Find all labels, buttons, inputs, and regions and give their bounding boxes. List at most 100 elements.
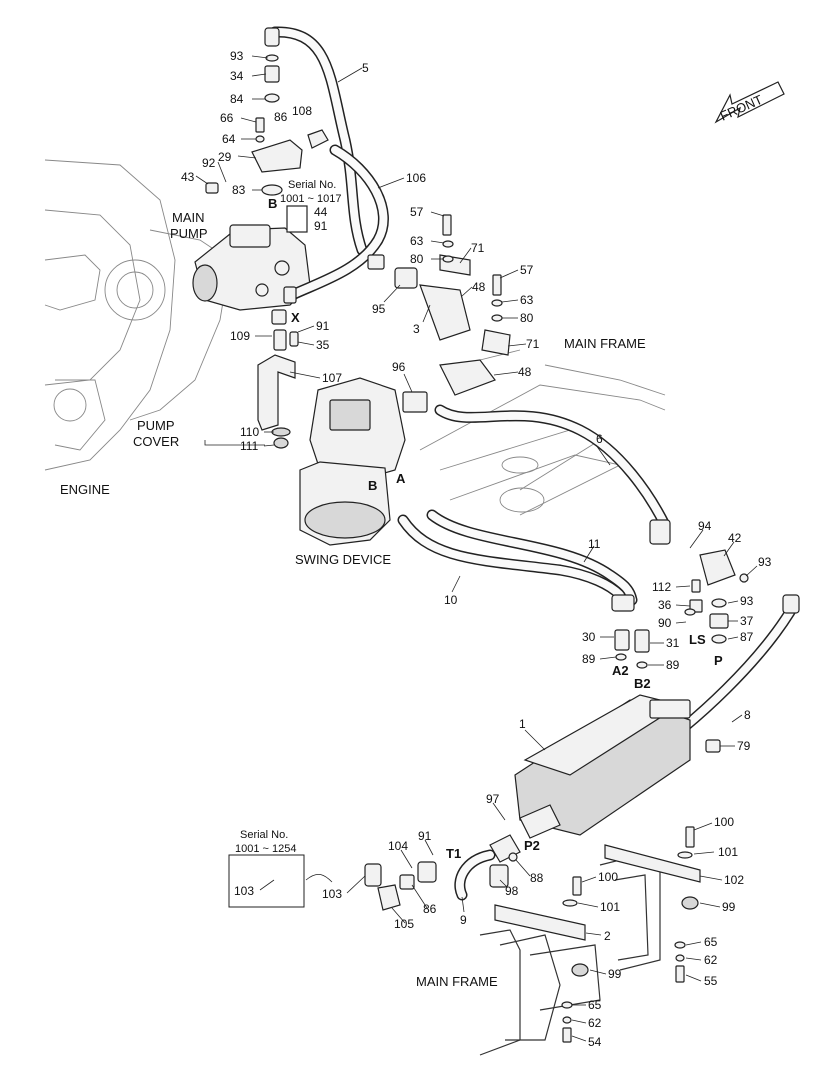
engine-label: ENGINE (60, 482, 110, 497)
callout: 90 (658, 616, 672, 630)
callout: 105 (394, 917, 414, 931)
callout: 29 (218, 150, 232, 164)
callout: 93 (758, 555, 772, 569)
pump-cover-label-2: COVER (133, 434, 179, 449)
callout: 57 (410, 205, 424, 219)
port-label: P (714, 653, 723, 668)
labels: MAIN PUMP ENGINE PUMP COVER SWING DEVICE… (60, 179, 646, 989)
callout: 63 (520, 293, 534, 307)
callout: 104 (388, 839, 408, 853)
engine-drawing (44, 159, 265, 471)
port-labels: B X B A LS P A2 B2 T1 P2 (268, 196, 723, 861)
callout: 109 (230, 329, 250, 343)
port-label: B2 (634, 676, 651, 691)
callout: 37 (740, 614, 754, 628)
callout: 101 (600, 900, 620, 914)
callout: 42 (728, 531, 742, 545)
callout: 89 (666, 658, 680, 672)
port-label: B (268, 196, 277, 211)
callout: 83 (232, 183, 246, 197)
swing-device (299, 377, 406, 546)
callout: 57 (520, 263, 534, 277)
callout: 44 (314, 205, 328, 219)
port-label: P2 (524, 838, 540, 853)
callout: 94 (698, 519, 712, 533)
main-control-valve (514, 694, 691, 836)
front-label: FRONT (718, 92, 765, 124)
callout: 43 (181, 170, 195, 184)
callout: 111 (240, 439, 259, 453)
pump-cover-label-1: PUMP (137, 418, 175, 433)
callout: 71 (526, 337, 540, 351)
callout: 1 (519, 717, 526, 731)
callout: 102 (724, 873, 744, 887)
pump-cover-bracket (257, 354, 296, 449)
callout: 100 (598, 870, 618, 884)
callout: 71 (471, 241, 485, 255)
callout: 91 (418, 829, 432, 843)
callout: 91 (316, 319, 330, 333)
callout: 100 (714, 815, 734, 829)
callout: 97 (486, 792, 500, 806)
serial-bottom-line-2: 1001 ~ 1254 (235, 843, 296, 855)
callout: 11 (588, 537, 601, 551)
port-label: A2 (612, 663, 629, 678)
callout: 92 (202, 156, 216, 170)
port-label: T1 (446, 846, 461, 861)
callout: 8 (744, 708, 751, 722)
main-frame-label-bottom: MAIN FRAME (416, 974, 498, 989)
callout: 36 (658, 598, 672, 612)
callout: 62 (704, 953, 718, 967)
callouts: 93 34 84 66 64 29 92 43 86 108 83 5 106 … (181, 49, 772, 1049)
callout: 9 (460, 913, 467, 927)
leader-lines (195, 55, 758, 1042)
callout: 101 (718, 845, 738, 859)
callout: 80 (520, 311, 534, 325)
callout: 35 (316, 338, 330, 352)
callout: 2 (604, 929, 611, 943)
callout: 93 (740, 594, 754, 608)
callout: 34 (230, 69, 244, 83)
callout: 99 (722, 900, 736, 914)
callout: 89 (582, 652, 596, 666)
front-arrow: FRONT (714, 81, 785, 124)
callout: 48 (518, 365, 532, 379)
serial-bottom-line-1: Serial No. (240, 829, 288, 841)
valve-brackets (494, 844, 701, 977)
callout: 103 (322, 887, 342, 901)
callout: 30 (582, 630, 596, 644)
callout: 48 (472, 280, 486, 294)
callout: 99 (608, 967, 622, 981)
hoses (269, 26, 796, 901)
main-pump (192, 224, 311, 311)
callout: 96 (392, 360, 406, 374)
callout: 55 (704, 974, 718, 988)
callout: 54 (588, 1035, 602, 1049)
serial-top-line-1: Serial No. (288, 179, 336, 191)
callout: 112 (652, 580, 671, 594)
callout: 84 (230, 92, 244, 106)
callout: 3 (413, 322, 420, 336)
callout: 110 (240, 425, 259, 439)
callout: 62 (588, 1016, 602, 1030)
callout: 88 (530, 871, 544, 885)
callout: 10 (444, 593, 458, 607)
callout: 86 (423, 902, 437, 916)
fittings (205, 27, 800, 1043)
callout: 108 (292, 104, 312, 118)
main-pump-label-1: MAIN (172, 210, 205, 225)
main-pump-label-2: PUMP (170, 226, 208, 241)
callout: 63 (410, 234, 424, 248)
callout: 65 (588, 998, 602, 1012)
port-label: B (368, 478, 377, 493)
serial-top-line-2: 1001 ~ 1017 (280, 193, 341, 205)
callout: 79 (737, 739, 751, 753)
callout: 80 (410, 252, 424, 266)
port-label: LS (689, 632, 706, 647)
swing-device-label: SWING DEVICE (295, 552, 391, 567)
callout: 64 (222, 132, 236, 146)
callout: 31 (666, 636, 680, 650)
callout: 103 (234, 884, 254, 898)
callout: 93 (230, 49, 244, 63)
callout: 107 (322, 371, 342, 385)
